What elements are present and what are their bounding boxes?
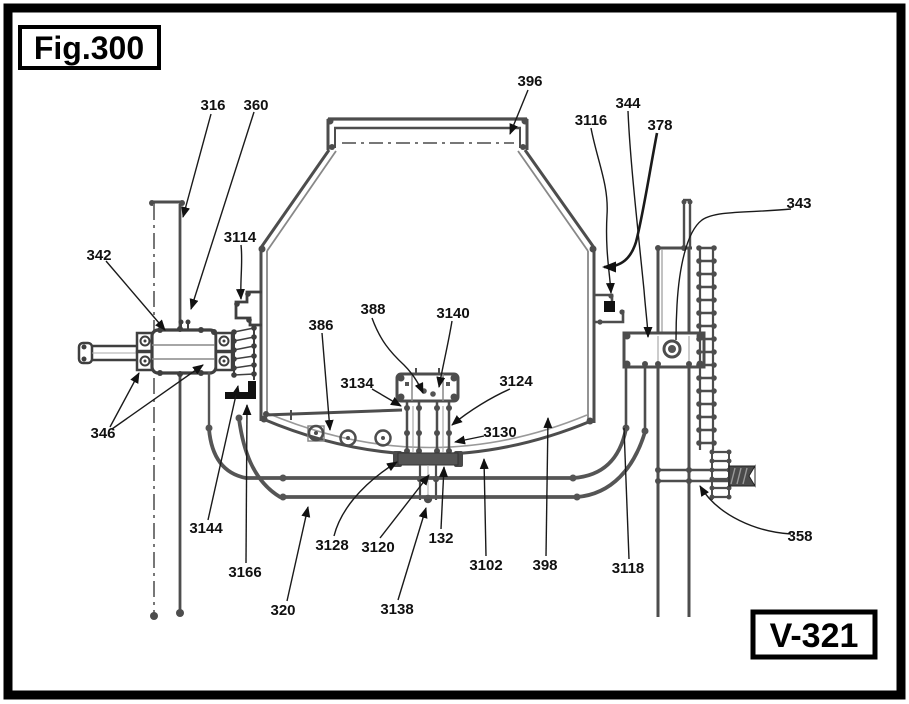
lower-chain-section <box>709 449 732 500</box>
part-label-378: 378 <box>647 117 672 134</box>
part-label-3120: 3120 <box>361 539 394 556</box>
part-label-3166: 3166 <box>228 564 261 581</box>
frame-pipes <box>205 372 649 501</box>
bolt-square <box>604 301 615 312</box>
drawing-number: V-321 <box>770 617 859 655</box>
pivot-bushing <box>662 339 682 359</box>
part-labels: 316 360 396 3116 344 378 343 342 3114 34… <box>86 73 812 619</box>
gearbox-base-bar <box>397 452 459 466</box>
l-bracket <box>225 381 256 399</box>
left-support-post <box>149 200 185 620</box>
figure-title: Fig.300 <box>34 30 144 66</box>
mount-bracket-left <box>234 290 262 327</box>
part-label-346: 346 <box>90 425 115 442</box>
grease-fitting <box>178 319 191 330</box>
roller-chain <box>696 245 717 450</box>
drawing-number-box: V-321 <box>750 609 878 660</box>
part-label-3128: 3128 <box>315 537 348 554</box>
figure-title-box: Fig.300 <box>18 25 161 70</box>
part-label-398: 398 <box>532 557 557 574</box>
part-label-132: 132 <box>428 530 453 547</box>
part-label-344: 344 <box>615 95 641 112</box>
pivot-bracket <box>622 331 706 369</box>
leader-378 <box>602 132 659 273</box>
part-label-386: 386 <box>308 317 333 334</box>
part-label-3144: 3144 <box>189 520 223 537</box>
part-label-342: 342 <box>86 247 111 264</box>
part-label-3138: 3138 <box>380 601 413 618</box>
flexible-coupling-bellows <box>231 325 257 380</box>
part-label-3116: 3116 <box>575 112 608 129</box>
part-label-3118: 3118 <box>612 560 645 577</box>
part-label-320: 320 <box>270 602 295 619</box>
part-label-358: 358 <box>787 528 812 545</box>
shaft-coupling <box>728 464 756 488</box>
part-label-343: 343 <box>786 195 811 212</box>
mixer-drum <box>258 117 597 456</box>
part-label-360: 360 <box>243 97 268 114</box>
part-label-3102: 3102 <box>469 557 502 574</box>
part-label-3130: 3130 <box>483 424 516 441</box>
page-border <box>3 3 906 700</box>
part-label-388: 388 <box>360 301 385 318</box>
drum-bolt-holes <box>307 424 392 447</box>
part-label-3134: 3134 <box>340 375 374 392</box>
center-gearbox <box>393 368 463 504</box>
part-label-316: 316 <box>200 97 225 114</box>
part-label-3124: 3124 <box>499 373 533 390</box>
leader-lines <box>105 89 792 602</box>
mount-bracket-right <box>595 293 625 325</box>
part-label-3140: 3140 <box>436 305 469 322</box>
right-support-structure <box>595 198 756 617</box>
shaft-assembly <box>77 290 262 399</box>
part-label-396: 396 <box>517 73 542 90</box>
drum-bottom-strut <box>264 408 403 417</box>
part-label-3114: 3114 <box>224 229 257 246</box>
